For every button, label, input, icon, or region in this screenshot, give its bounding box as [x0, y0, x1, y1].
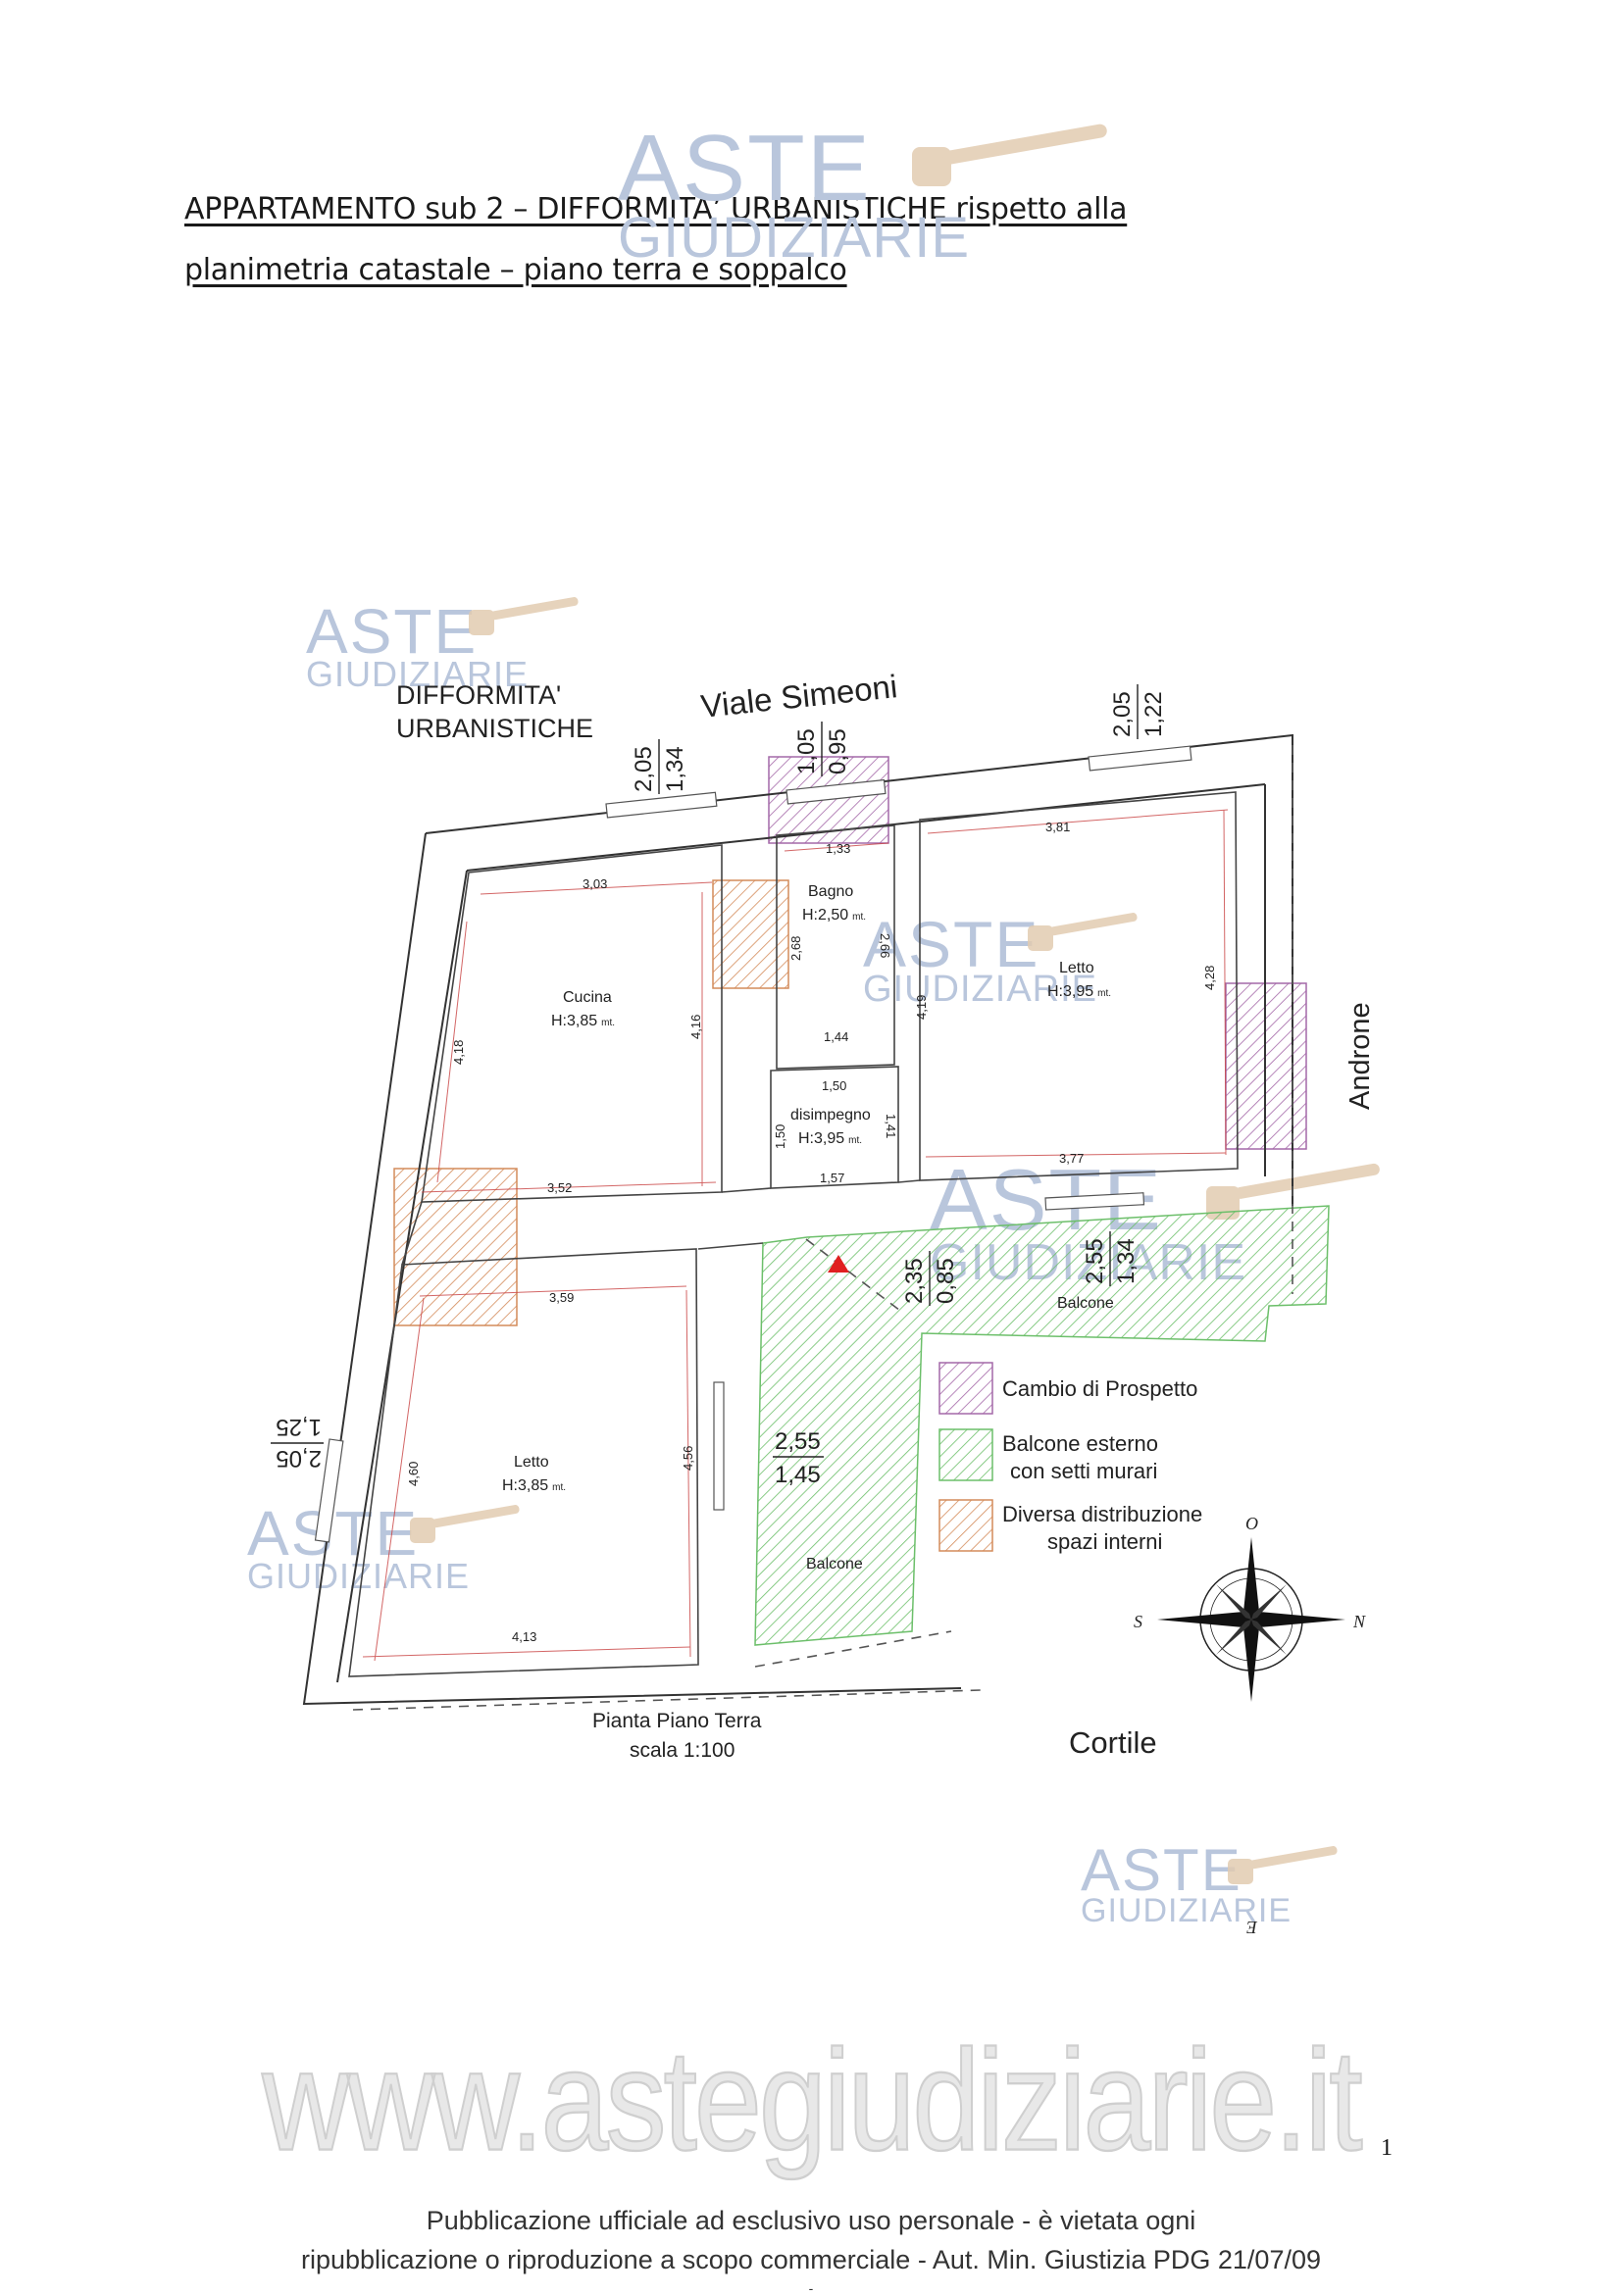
dimension-values: 3,03 4,18 4,16 1,33 2,68 2,66 1,44 3,81 … — [406, 820, 1217, 1644]
watermark-gavel-icon — [410, 124, 1380, 1884]
property-boundaries — [352, 745, 1293, 1711]
svg-text:con setti murari: con setti murari — [1010, 1459, 1157, 1483]
svg-text:spazi interni: spazi interni — [1047, 1529, 1162, 1554]
footer-line-3: - — [808, 2280, 814, 2296]
opening-dimension-label: 2,55 1,45 — [773, 1428, 824, 1488]
legend-swatch-internal-distribution — [938, 1499, 993, 1552]
svg-text:0,95: 0,95 — [825, 728, 851, 774]
svg-text:2,35: 2,35 — [901, 1258, 928, 1304]
svg-text:N: N — [1352, 1612, 1366, 1631]
svg-text:1,57: 1,57 — [820, 1171, 844, 1185]
side-label-androne: Androne — [1344, 1002, 1376, 1110]
footer-line-1: Pubblicazione ufficiale ad esclusivo uso… — [426, 2206, 1196, 2235]
footer-line-2: ripubblicazione o riproduzione a scopo c… — [300, 2245, 1321, 2274]
compass-rose-icon: O N S E — [1134, 1514, 1366, 1937]
svg-text:2,68: 2,68 — [788, 936, 803, 961]
courtyard-label: Cortile — [1069, 1725, 1157, 1760]
room-name: Letto — [514, 1454, 549, 1471]
window-dimension-label: 1,05 0,95 — [793, 722, 851, 776]
page-number: 1 — [1381, 2135, 1393, 2161]
svg-text:1,34: 1,34 — [662, 746, 688, 792]
window-dimension-label: 2,05 1,34 — [631, 739, 688, 794]
svg-text:3,77: 3,77 — [1059, 1151, 1084, 1166]
window-symbols — [314, 745, 1192, 1543]
svg-text:2,66: 2,66 — [878, 933, 892, 958]
svg-text:2,05: 2,05 — [631, 746, 657, 792]
svg-text:1,50: 1,50 — [773, 1124, 787, 1149]
svg-text:2,55: 2,55 — [1082, 1238, 1108, 1284]
svg-text:1,25: 1,25 — [276, 1414, 322, 1440]
legend-swatch-facade-change — [938, 1362, 993, 1415]
hatch-internal-distribution — [712, 879, 789, 989]
svg-text:4,16: 4,16 — [688, 1015, 703, 1039]
svg-text:1,22: 1,22 — [1140, 691, 1167, 737]
svg-text:2,05: 2,05 — [1109, 691, 1136, 737]
svg-text:3,81: 3,81 — [1045, 820, 1070, 834]
room-name: Cucina — [563, 989, 612, 1006]
site-url-watermark: www.astegiudiziarie.it — [261, 2020, 1363, 2181]
svg-text:4,60: 4,60 — [406, 1462, 421, 1486]
svg-text:0,85: 0,85 — [933, 1258, 959, 1304]
svg-text:1,05: 1,05 — [793, 728, 820, 774]
svg-text:Cambio di Prospetto: Cambio di Prospetto — [1002, 1376, 1197, 1401]
opening-dimension-label: 2,35 0,85 — [901, 1251, 959, 1306]
svg-text:3,52: 3,52 — [547, 1180, 572, 1195]
svg-text:4,56: 4,56 — [681, 1446, 695, 1471]
plan-title-line-1: DIFFORMITA' — [396, 680, 561, 710]
svg-text:1,33: 1,33 — [826, 841, 850, 856]
plan-caption-line-1: Pianta Piano Terra — [592, 1710, 762, 1732]
svg-text:Balcone esterno: Balcone esterno — [1002, 1431, 1158, 1456]
svg-text:Diversa distribuzione: Diversa distribuzione — [1002, 1502, 1202, 1526]
room-name: Bagno — [808, 883, 853, 900]
plan-title-line-2: URBANISTICHE — [396, 714, 593, 743]
svg-text:1,41: 1,41 — [884, 1114, 898, 1138]
position-marker-icon — [828, 1255, 849, 1273]
svg-text:1,34: 1,34 — [1113, 1238, 1140, 1284]
room-name: Balcone — [806, 1556, 863, 1572]
svg-text:2,05: 2,05 — [276, 1445, 322, 1472]
svg-text:4,28: 4,28 — [1202, 966, 1217, 990]
dimension-lines — [362, 809, 1229, 1662]
hatch-internal-distribution — [393, 1168, 518, 1326]
svg-text:1,45: 1,45 — [775, 1462, 821, 1488]
svg-text:3,59: 3,59 — [549, 1290, 574, 1305]
legend-swatch-external-balcony — [938, 1428, 993, 1481]
svg-text:O: O — [1245, 1514, 1258, 1533]
svg-text:3,03: 3,03 — [583, 876, 607, 891]
street-label: Viale Simeoni — [699, 668, 899, 724]
hatch-external-balcony — [754, 1205, 1330, 1646]
document-heading-line-2: planimetria catastale – piano terra e so… — [184, 253, 847, 287]
room-name: disimpegno — [790, 1107, 871, 1123]
svg-text:S: S — [1134, 1612, 1142, 1631]
window-dimension-label: 2,05 1,25 — [271, 1414, 324, 1472]
opening-dimension-label: 2,55 1,34 — [1082, 1231, 1140, 1286]
svg-text:1,44: 1,44 — [824, 1029, 848, 1044]
window-dimension-label: 2,05 1,22 — [1109, 684, 1167, 739]
inner-walls — [348, 791, 1239, 1677]
svg-text:E: E — [1246, 1918, 1258, 1937]
room-name: Letto — [1059, 960, 1094, 976]
svg-text:4,13: 4,13 — [512, 1629, 536, 1644]
svg-text:1,50: 1,50 — [822, 1078, 846, 1093]
svg-text:4,19: 4,19 — [914, 995, 929, 1020]
plan-caption-line-2: scala 1:100 — [630, 1739, 735, 1762]
svg-text:4,18: 4,18 — [451, 1040, 466, 1065]
room-name: Balcone — [1057, 1295, 1114, 1312]
document-heading-line-1: APPARTAMENTO sub 2 – DIFFORMITA’ URBANIS… — [184, 192, 1128, 226]
svg-text:2,55: 2,55 — [775, 1428, 821, 1455]
legend: Cambio di Prospetto Balcone esterno con … — [938, 1362, 1202, 1554]
